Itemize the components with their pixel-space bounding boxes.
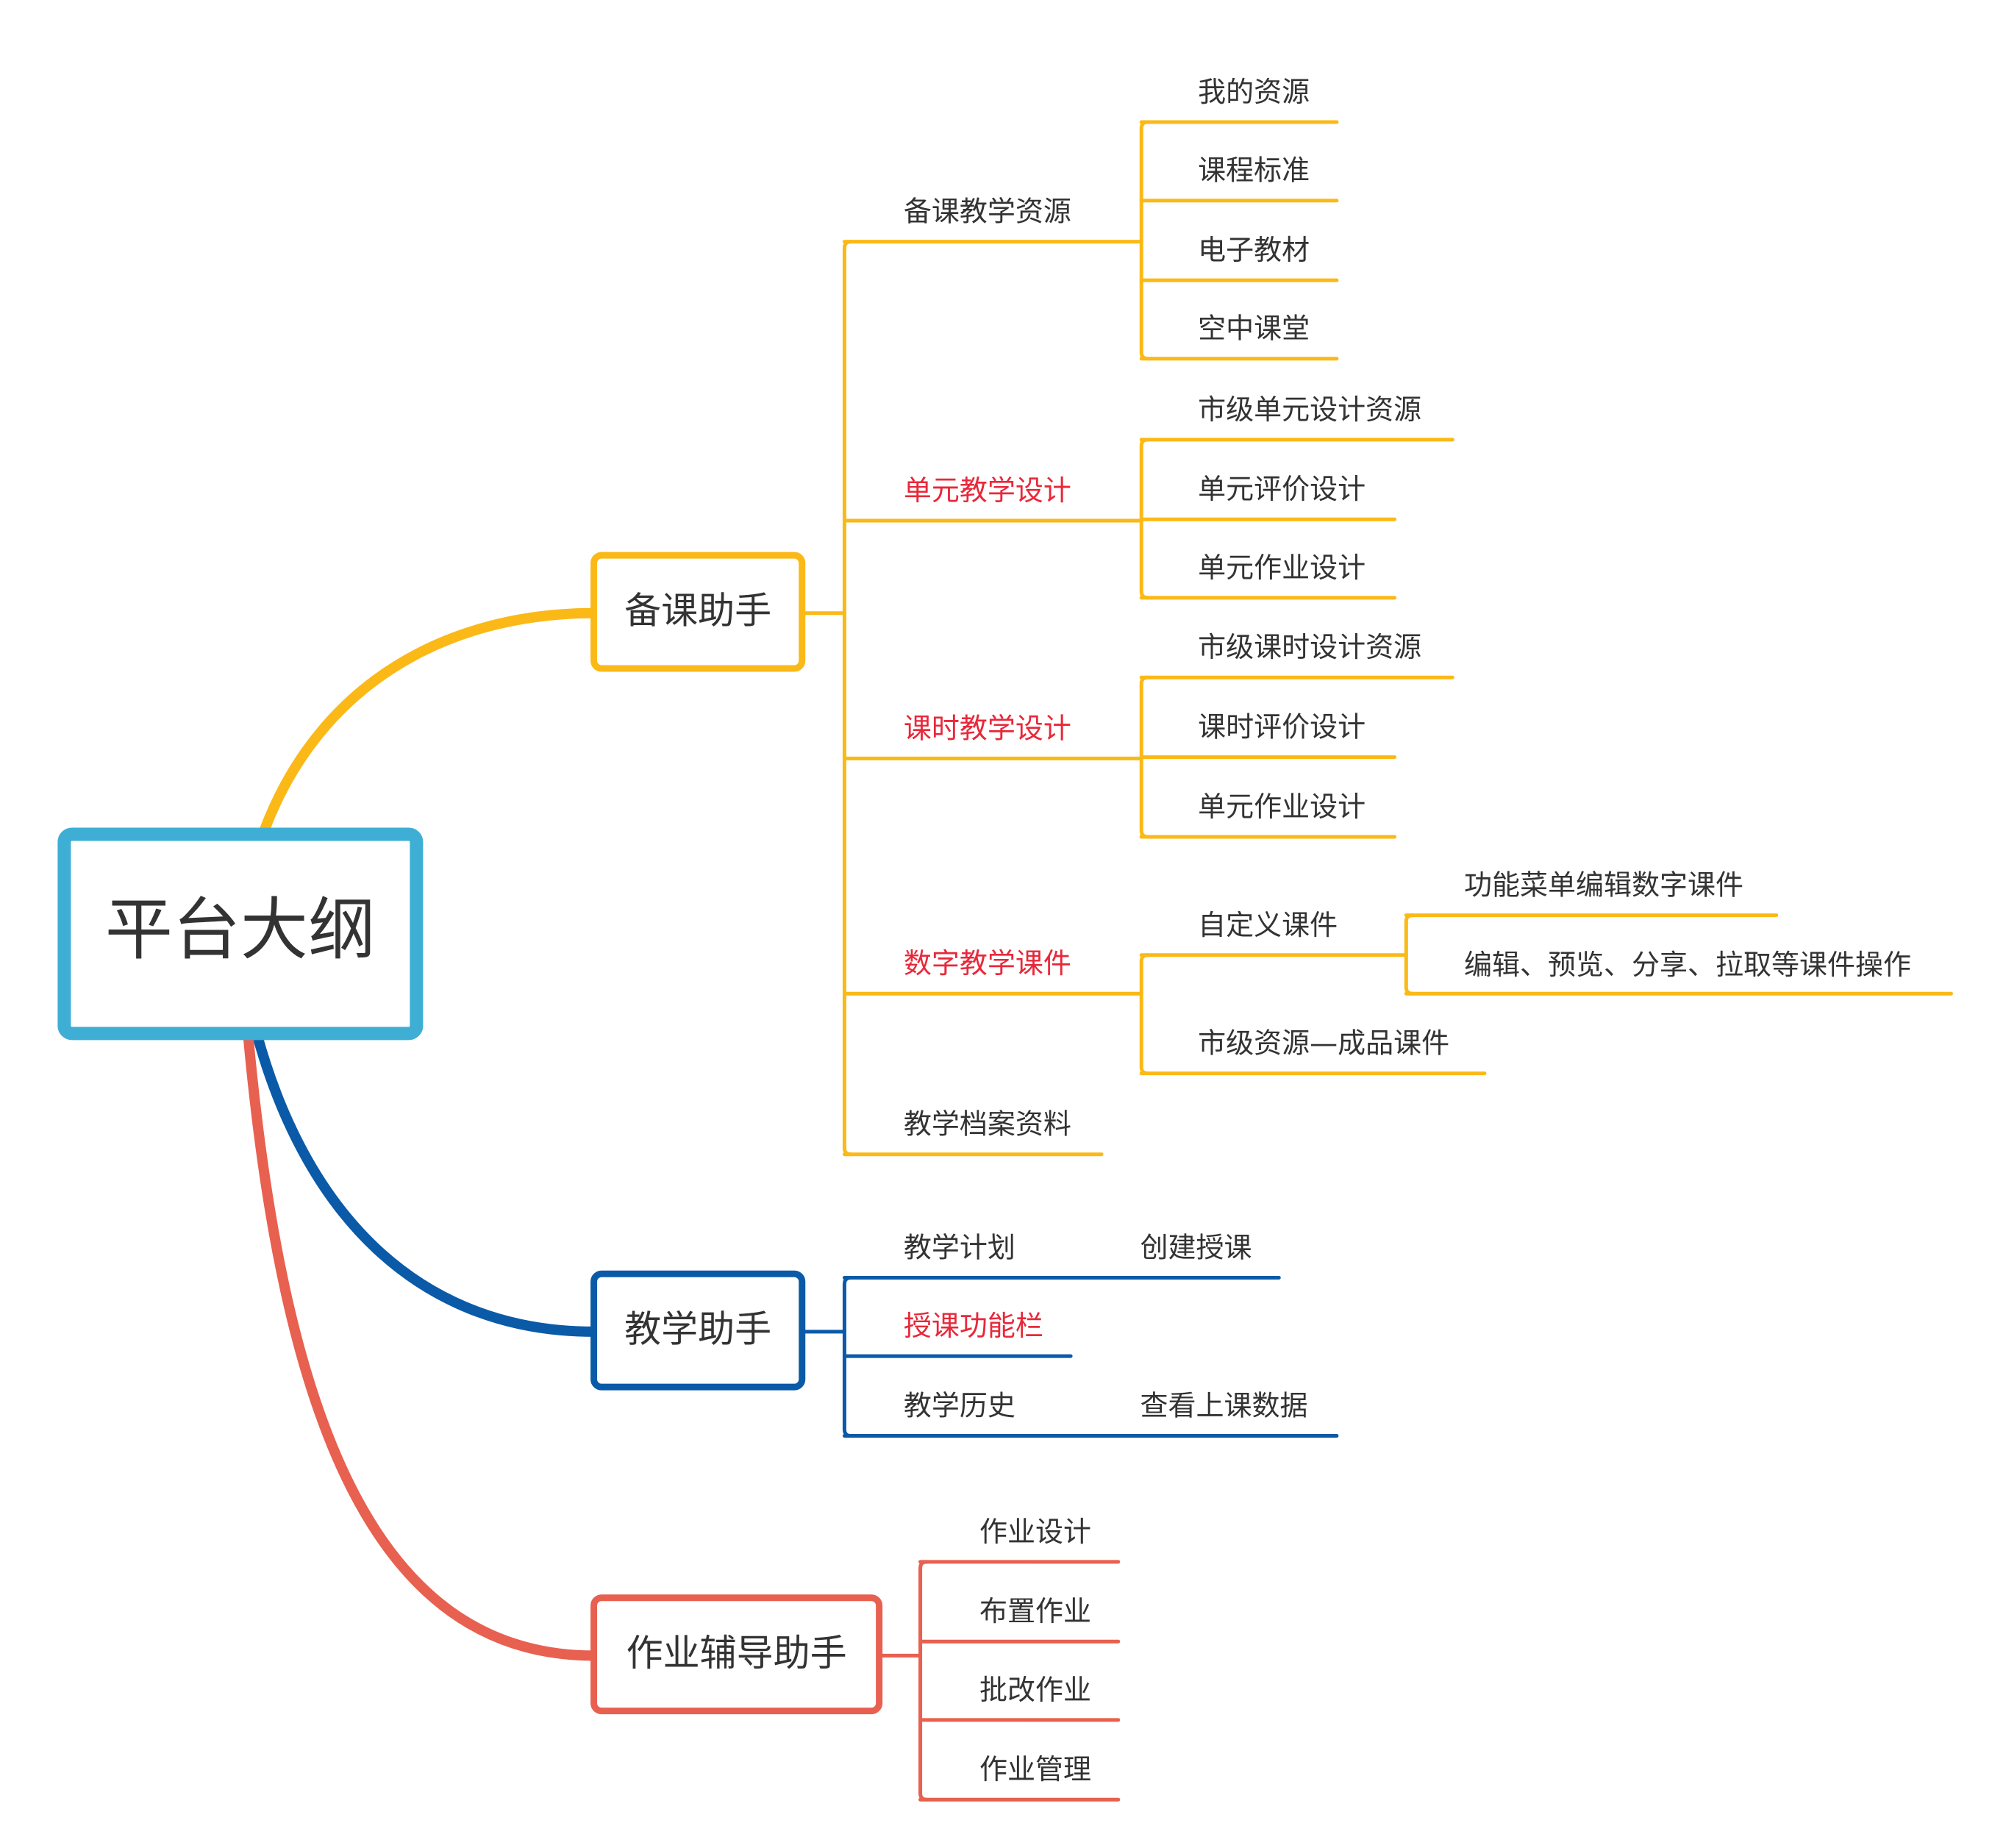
subtopic-prep-0-3: 空中课堂 [1198, 313, 1310, 345]
subtopic-prep-3-0: 自定义课件 [1198, 909, 1338, 941]
subtopic-prep-2-2: 单元作业设计 [1198, 791, 1366, 823]
root-label: 平台大纲 [105, 891, 376, 969]
topic-homework-3: 作业管理 [979, 1753, 1091, 1785]
node-teach-label: 教学助手 [624, 1307, 771, 1350]
node-homework-label: 作业辅导助手 [626, 1632, 847, 1674]
topic-homework-1: 布置作业 [979, 1595, 1091, 1627]
topic-teach-0: 教学计划 [904, 1232, 1015, 1264]
subtopic-teach-2-0: 查看上课数据 [1140, 1390, 1307, 1422]
subtopic-prep-0-0: 我的资源 [1198, 76, 1310, 108]
subtopic-teach-0-0: 创建授课 [1140, 1232, 1252, 1264]
topic-homework-0: 作业设计 [979, 1516, 1091, 1548]
topic-teach-2: 教学历史 [904, 1390, 1015, 1422]
subtopic-prep-3-1: 市级资源—成品课件 [1198, 1027, 1449, 1060]
subtopic-prep-0-2: 电子教材 [1198, 234, 1310, 266]
curve-root-prep [260, 607, 599, 835]
root-node[interactable] [57, 827, 424, 1041]
bracket-prep-3-0 [1404, 913, 1415, 996]
subtopic-prep-1-1: 单元评价设计 [1198, 473, 1366, 505]
bracket-prep-0 [1139, 120, 1150, 361]
bracket-homework [918, 1560, 929, 1802]
topic-homework-2: 批改作业 [979, 1674, 1091, 1706]
bracket-prep [842, 240, 853, 1157]
topic-prep-1: 单元教学设计 [904, 474, 1071, 507]
bracket-prep-3 [1139, 953, 1150, 1076]
subtopic-prep-0-1: 课程标准 [1198, 154, 1310, 187]
topic-prep-4: 教学档案资料 [904, 1108, 1071, 1141]
subtopic-prep-1-2: 单元作业设计 [1198, 552, 1366, 584]
subtopic-prep-2-1: 课时评价设计 [1198, 711, 1366, 743]
topic-teach-1: 授课功能栏 [904, 1310, 1043, 1342]
topic-prep-0: 备课教学资源 [904, 196, 1071, 228]
curve-root-homework [243, 1030, 599, 1661]
curve-root-teach [251, 1030, 599, 1337]
node-prep-label: 备课助手 [624, 589, 771, 632]
subtopic-prep-3-0-1: 编辑、预览、分享、拉取等课件操作 [1464, 949, 1911, 981]
subtopic-prep-1-0: 市级单元设计资源 [1198, 393, 1421, 426]
subtopic-prep-3-0-0: 功能菜单编辑数字课件 [1464, 869, 1743, 902]
topic-prep-3: 数字教学课件 [904, 947, 1071, 980]
subtopic-prep-2-0: 市级课时设计资源 [1198, 631, 1421, 663]
topic-prep-2: 课时教学设计 [904, 712, 1071, 744]
